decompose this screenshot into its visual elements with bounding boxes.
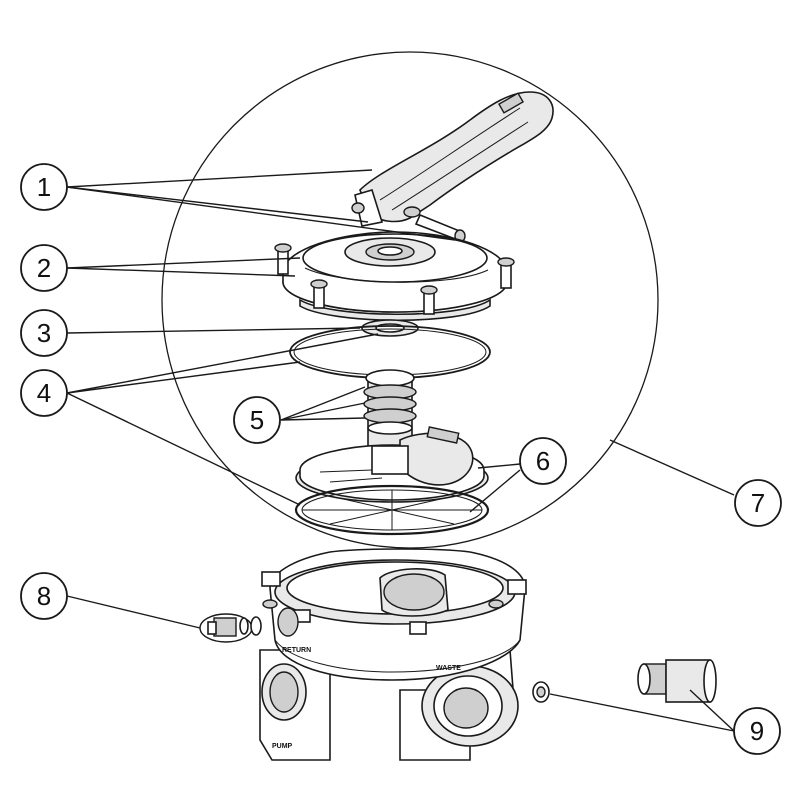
cover-screw: [497, 257, 515, 289]
callout-2: 2: [20, 244, 68, 292]
cover-screw: [310, 279, 328, 309]
callout-5-label: 5: [250, 405, 264, 435]
washer-part: [361, 319, 419, 337]
callout-1: 1: [20, 163, 68, 211]
upper-assembly-circle: [161, 51, 659, 549]
callout-2-label: 2: [37, 253, 51, 283]
base-gasket: [294, 484, 490, 536]
shaft-o-rings-part: [363, 369, 417, 449]
callout-9: 9: [733, 707, 781, 755]
callout-4: 4: [20, 369, 68, 417]
cover-screw: [420, 285, 438, 315]
drain-plug-part: [199, 613, 262, 643]
pump-port-marking: PUMP: [272, 743, 293, 750]
callout-6-label: 6: [536, 446, 550, 476]
cover-part: [274, 231, 515, 322]
callout-5: 5: [233, 396, 281, 444]
callout-8-label: 8: [37, 581, 51, 611]
union-fitting-part: [532, 659, 717, 703]
leader-lines: [66, 169, 735, 732]
callout-7: 7: [734, 479, 782, 527]
waste-port-marking: WASTE: [436, 665, 461, 672]
handle-lever-part: [351, 91, 554, 243]
callout-6: 6: [519, 437, 567, 485]
return-port-marking: RETURN: [282, 647, 311, 654]
callout-7-label: 7: [751, 488, 765, 518]
callout-1-label: 1: [37, 172, 51, 202]
valve-body: WASTE RETURN PUMP: [259, 548, 527, 761]
callout-3-label: 3: [37, 318, 51, 348]
callout-9-label: 9: [750, 716, 764, 746]
callout-8: 8: [20, 572, 68, 620]
cover-screw: [274, 243, 292, 275]
callout-3: 3: [20, 309, 68, 357]
callout-4-label: 4: [37, 378, 51, 408]
